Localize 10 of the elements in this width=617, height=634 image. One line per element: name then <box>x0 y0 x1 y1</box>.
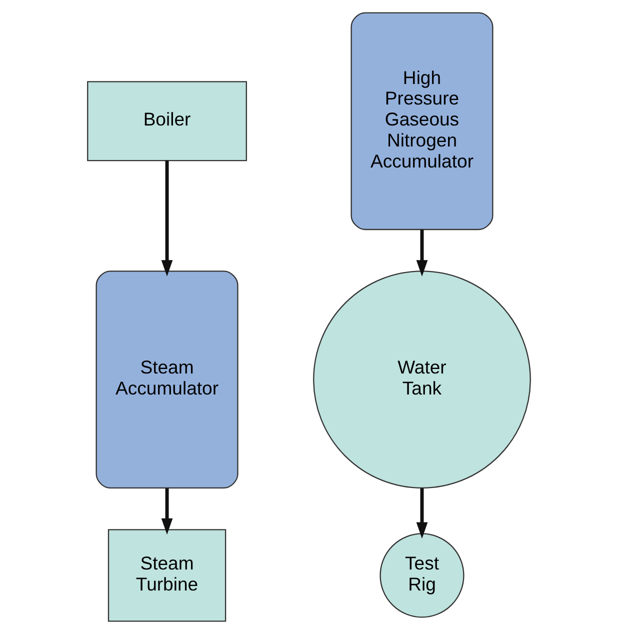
arrow <box>160 488 172 535</box>
arrow <box>160 160 172 276</box>
arrow <box>416 488 428 539</box>
arrow <box>416 230 428 276</box>
node-circle: Test Rig <box>379 533 464 618</box>
node-circle: Water Tank <box>312 270 530 489</box>
node-box: Steam Turbine <box>107 529 226 622</box>
node-box: Steam Accumulator <box>95 270 238 489</box>
node-box: Boiler <box>86 81 246 162</box>
node-box: High Pressure Gaseous Nitrogen Accumulator <box>350 12 493 230</box>
